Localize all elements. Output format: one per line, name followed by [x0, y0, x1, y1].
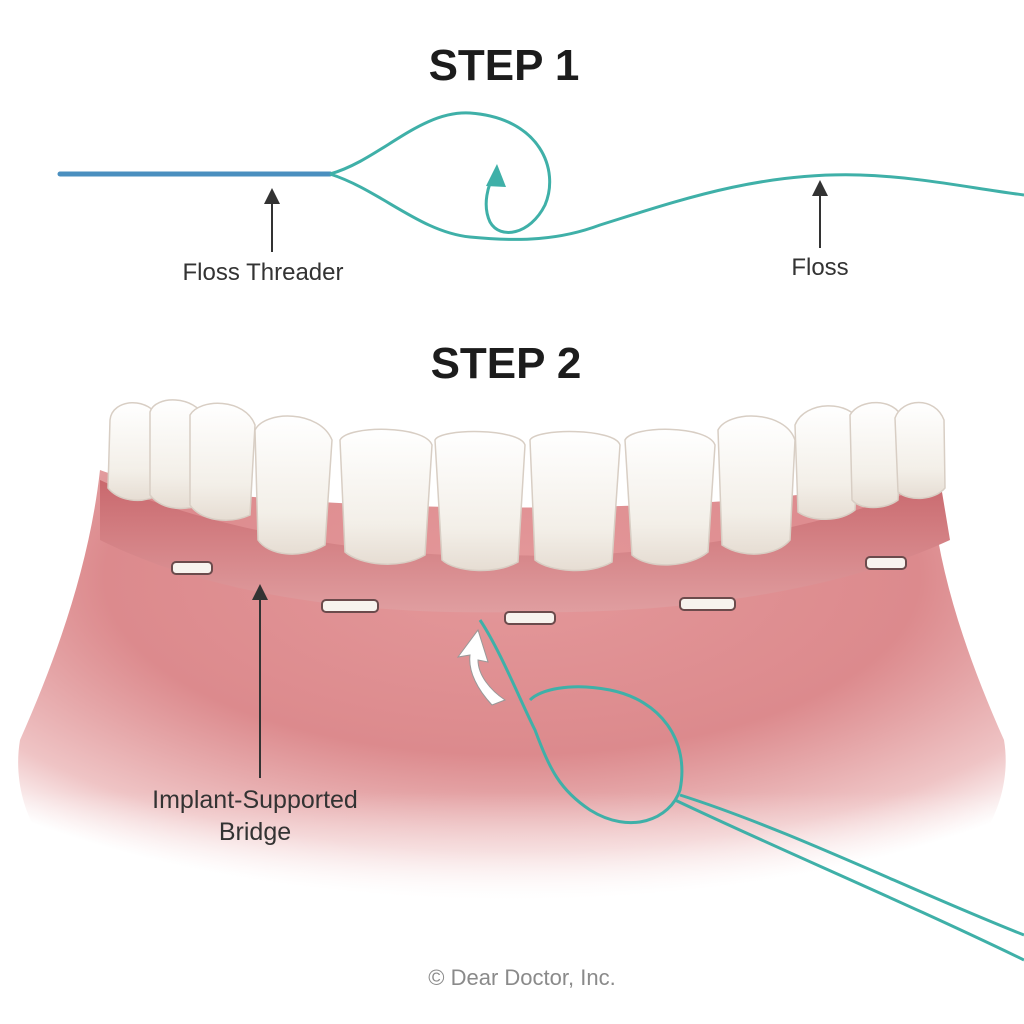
step1-illustration: Floss Threader Floss [57, 111, 1024, 286]
implant-bridge-label-line1: Implant-Supported [152, 786, 358, 814]
copyright-credit: © Dear Doctor, Inc. [428, 965, 615, 990]
teeth-row [107, 399, 946, 572]
floss-label: Floss [791, 254, 848, 281]
threading-arrow-icon [486, 164, 506, 187]
step1-title: STEP 1 [429, 41, 580, 90]
implant-bridge-label-line2: Bridge [219, 818, 291, 846]
implant-bridge-base [100, 480, 950, 613]
insertion-arrow-icon [456, 628, 507, 706]
floss-threader-loop-lower [329, 172, 1024, 241]
floss-threader-in-bridge [478, 619, 684, 825]
floss-threader-loop [329, 111, 552, 234]
gum-fade [0, 600, 1024, 920]
step2-title: STEP 2 [431, 339, 582, 388]
step2-illustration: Implant-Supported Bridge [0, 399, 1024, 962]
implant-posts [171, 556, 907, 625]
floss-strand-2 [679, 793, 1024, 937]
floss-strand-1 [674, 798, 1024, 962]
floss-threader-label: Floss Threader [183, 259, 344, 286]
